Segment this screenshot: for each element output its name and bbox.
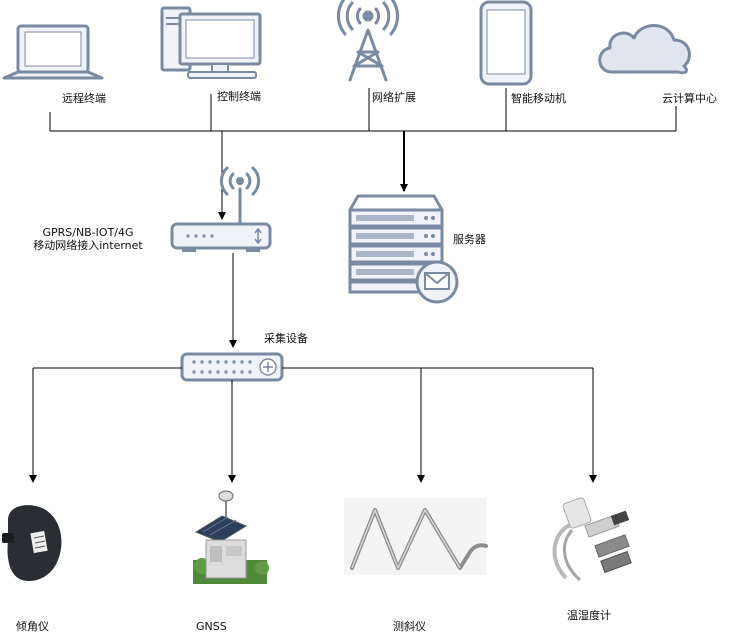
label-th-sensor: 温湿度计 xyxy=(567,609,611,622)
network-switch-icon xyxy=(180,352,284,382)
desktop-computer-icon xyxy=(160,6,262,79)
inclinometer-icon xyxy=(2,505,62,582)
label-inclinometer: 测斜仪 xyxy=(393,620,426,633)
label-collector: 采集设备 xyxy=(264,332,308,345)
label-router: GPRS/NB-IOT/4G 移动网络接入internet xyxy=(24,226,152,252)
server-rack-icon xyxy=(348,194,444,294)
laptop-icon xyxy=(2,24,104,80)
label-remote-terminal: 远程终端 xyxy=(62,92,106,105)
smartphone-icon xyxy=(479,0,533,86)
label-tilt-sensor: 倾角仪 xyxy=(16,620,49,633)
inclinometer-probe-icon xyxy=(344,498,488,575)
label-router-line1: GPRS/NB-IOT/4G xyxy=(42,226,134,239)
temperature-humidity-sensor-icon xyxy=(552,497,632,582)
label-cloud-center: 云计算中心 xyxy=(662,92,717,105)
label-mobile-device: 智能移动机 xyxy=(511,92,566,105)
mail-badge-icon xyxy=(415,260,459,304)
label-router-line2: 移动网络接入internet xyxy=(33,239,143,252)
label-control-terminal: 控制终端 xyxy=(217,90,261,103)
wireless-router-icon xyxy=(170,166,272,252)
antenna-tower-icon xyxy=(337,0,399,82)
gnss-station-icon xyxy=(193,490,269,584)
label-server: 服务器 xyxy=(453,233,486,246)
cloud-icon xyxy=(598,24,691,75)
label-gnss: GNSS xyxy=(196,620,227,633)
top-bus xyxy=(49,88,677,132)
label-network-extension: 网络扩展 xyxy=(372,91,416,104)
